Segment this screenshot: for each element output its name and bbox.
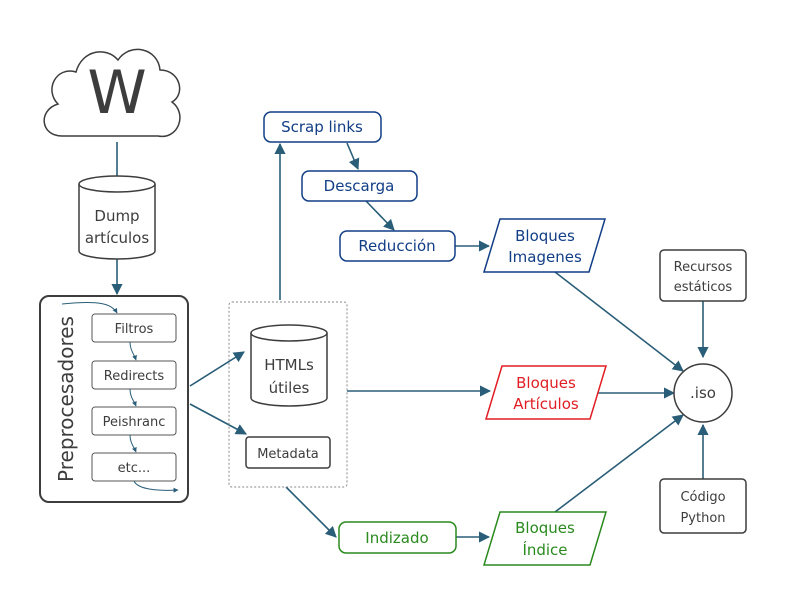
step-filtros-box — [91, 313, 177, 343]
edge-descarga-to-reduccion — [365, 200, 395, 231]
scrap-links-label: Scrap links — [281, 118, 363, 136]
htmls-utiles-database: HTMLs útiles — [250, 324, 328, 407]
recursos-line1: Recursos — [674, 260, 733, 275]
indizado-node: Indizado — [338, 521, 457, 554]
edge-container-to-indizado — [285, 486, 337, 538]
reduccion-box — [339, 230, 456, 262]
descarga-label: Descarga — [324, 177, 395, 195]
reduccion-node: Reducción — [339, 230, 456, 262]
step-peishranc-label: Peishranc — [103, 415, 166, 430]
cloud-shape — [43, 48, 181, 138]
step-redirects-label: Redirects — [104, 369, 165, 384]
edge-preprocesadores-to-metadata — [189, 403, 247, 435]
iso-circle — [673, 363, 733, 423]
bloques-articulos-shape — [484, 365, 608, 420]
bloques-indice-shape — [482, 511, 608, 566]
preprocesadores-title: Preprocesadores — [54, 316, 78, 482]
edge-scrap-links-to-descarga — [346, 142, 360, 171]
wikipedia-cloud: W — [43, 48, 181, 138]
preprocesadores-frame — [39, 295, 189, 503]
edges — [111, 142, 709, 543]
dump-label-line1: Dump — [94, 207, 139, 225]
bloques-imagenes-shape — [482, 218, 607, 273]
bloques-indice-line2: Índice — [522, 540, 567, 559]
cylinder-body — [78, 184, 156, 260]
htmls-label-line2: útiles — [269, 379, 310, 397]
iso-label: .iso — [690, 384, 716, 402]
step-etc-label: etc... — [118, 461, 151, 476]
metadata-node: Metadata — [245, 436, 331, 469]
edge-bloques-imagenes-to-iso — [554, 271, 684, 372]
step-peishranc-box — [91, 406, 177, 436]
preprocesadores-box: Preprocesadores Filtros Redirects Peishr… — [39, 295, 189, 503]
bloques-articulos-line1: Bloques — [516, 374, 576, 392]
codigo-box — [659, 478, 747, 534]
metadata-box — [245, 436, 331, 469]
htmls-cylinder-body — [250, 333, 328, 407]
step-filtros-label: Filtros — [115, 322, 154, 337]
dump-label-line2: artículos — [85, 229, 150, 247]
indizado-box — [338, 521, 457, 554]
reduccion-label: Reducción — [358, 237, 435, 255]
metadata-label: Metadata — [257, 447, 319, 462]
step-redirects-box — [91, 360, 177, 390]
descarga-node: Descarga — [301, 170, 418, 202]
outputs-container — [228, 301, 348, 488]
bloques-articulos-line2: Artículos — [513, 395, 579, 413]
dump-articulos-database: Dump artículos — [78, 175, 156, 260]
htmls-cylinder-top — [250, 324, 328, 342]
bloques-articulos-node: Bloques Artículos — [484, 365, 608, 420]
bloques-indice-line1: Bloques — [515, 519, 575, 537]
wikipedia-logo-letter: W — [87, 58, 146, 128]
scrap-links-box — [263, 111, 382, 143]
cylinder-top — [78, 175, 156, 193]
edge-preprocesadores-to-htmls — [189, 351, 245, 387]
recursos-line2: estáticos — [674, 280, 733, 295]
bloques-imagenes-line2: Imagenes — [508, 248, 582, 266]
recursos-box — [659, 249, 747, 302]
htmls-label-line1: HTMLs — [264, 356, 314, 374]
iso-node: .iso — [673, 363, 733, 423]
scrap-links-node: Scrap links — [263, 111, 382, 143]
recursos-estaticos-node: Recursos estáticos — [659, 249, 747, 302]
codigo-python-node: Código Python — [659, 478, 747, 534]
codigo-line2: Python — [680, 511, 725, 526]
bloques-imagenes-node: Bloques Imagenes — [482, 218, 607, 273]
bloques-indice-node: Bloques Índice — [482, 511, 608, 566]
edge-bloques-indice-to-iso — [554, 414, 684, 513]
step-chain-arrows — [61, 301, 179, 493]
indizado-label: Indizado — [365, 529, 428, 547]
descarga-box — [301, 170, 418, 202]
codigo-line1: Código — [680, 490, 725, 505]
bloques-imagenes-line1: Bloques — [515, 227, 575, 245]
